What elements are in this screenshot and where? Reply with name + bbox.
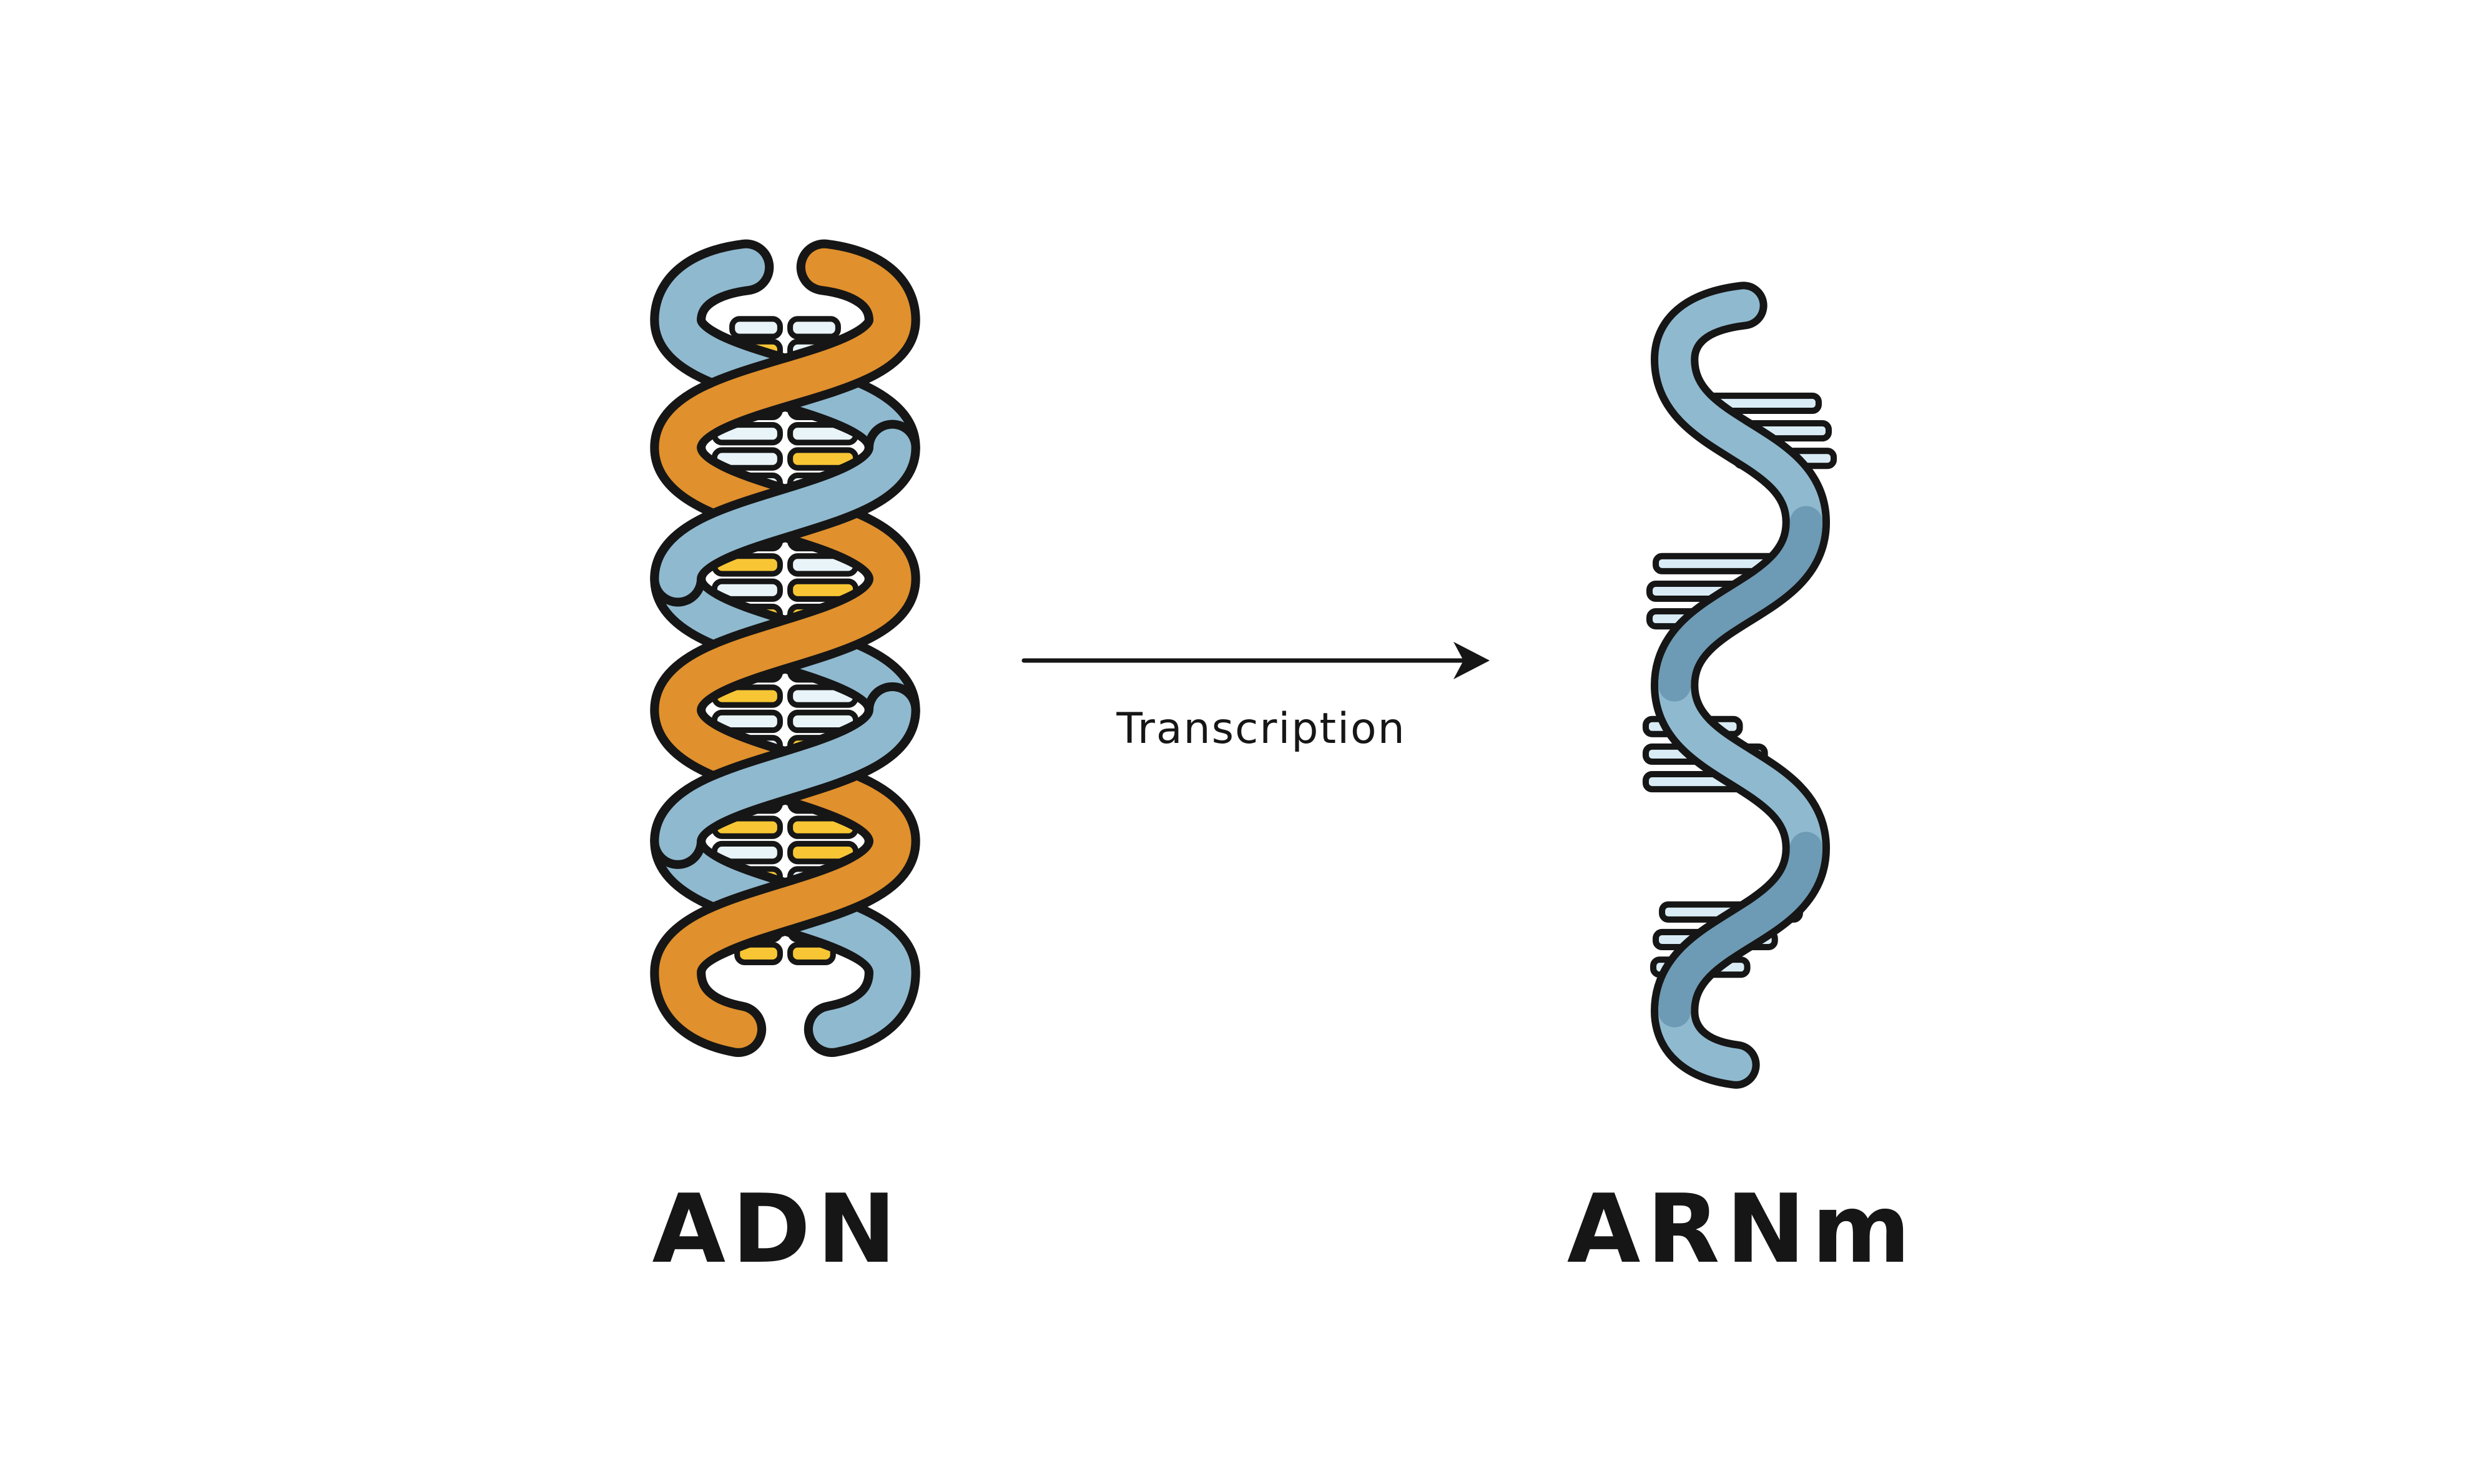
transcription-arrow <box>1021 642 1490 679</box>
transcription-label: Transcription <box>1116 704 1406 754</box>
dna-double-helix-illustration <box>650 239 920 1057</box>
rna-ribbon-shade <box>1658 832 1822 1028</box>
dna-base-pair-rung <box>787 941 836 965</box>
mrna-strand-illustration <box>1642 282 1837 1089</box>
adn-label: ADN <box>652 1174 903 1284</box>
dna-base-pair-rung <box>734 941 783 965</box>
arnm-label: ARNm <box>1566 1174 1917 1284</box>
dna-base-pair-rung <box>787 316 841 340</box>
dna-orange-strand <box>650 239 920 1057</box>
arrow-head-icon <box>1453 642 1490 679</box>
rna-ribbon-shade <box>1658 506 1822 702</box>
dna-base-pair-rung <box>729 316 783 340</box>
rna-ribbon <box>1651 282 1831 1089</box>
dna-blue-strand-overlay <box>650 420 920 869</box>
